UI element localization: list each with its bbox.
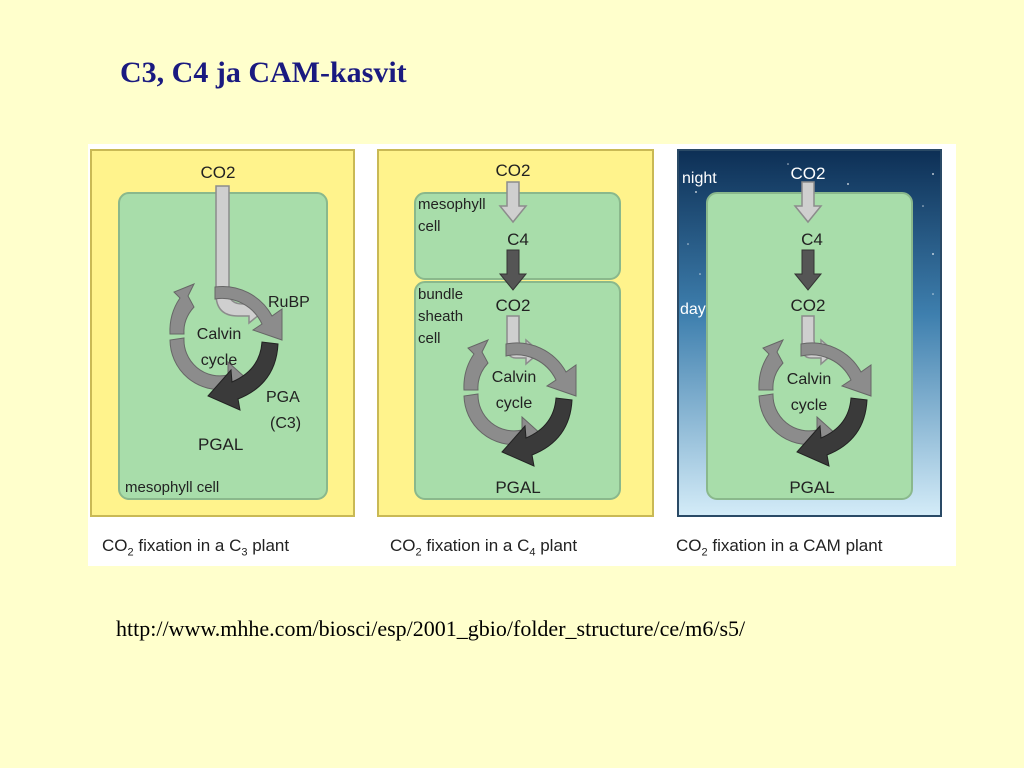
calvin-arrow-left-c4 [463,339,490,391]
figure-svg: CO2 RuBP Calvin cycle PGA (C3) PGAL meso… [90,149,942,517]
pga-c3-label: (C3) [270,415,301,432]
rubp-label: RuBP [268,294,310,311]
calvin-label-2-c4: cycle [496,395,533,412]
pgal-label-cam: PGAL [789,478,834,497]
night-label: night [682,170,717,187]
c4-label: C4 [507,230,529,249]
source-url: http://www.mhhe.com/biosci/esp/2001_gbio… [116,616,746,641]
c4-to-co2-arrow [498,249,528,291]
bundle-label-1: bundle [418,286,463,303]
calvin-arrow-top [214,285,283,341]
co2-to-c4-arrow-cam [793,181,823,224]
calvin-label-1-c4: Calvin [492,369,536,386]
calvin-label-2: cycle [201,352,238,369]
c4-to-co2-arrow-cam [793,249,823,291]
mesophyll-label-1: mesophyll [418,196,486,213]
calvin-label-1: Calvin [197,326,241,343]
panel-c4: CO2 mesophyll cell C4 bundle sheath cell… [377,149,654,517]
calvin-label-2-cam: cycle [791,397,828,414]
pgal-arrow-cam [796,397,868,467]
bundle-label-3: cell [418,330,441,347]
pgal-label-c4: PGAL [495,478,540,497]
calvin-arrow-left-cam [758,339,785,391]
mesophyll-label-2: cell [418,218,441,235]
pgal-arrow-c3 [207,341,279,411]
calvin-arrow-left [169,283,196,335]
co2-label-top-c4: CO2 [496,161,531,180]
co2-label-top-cam: CO2 [791,164,826,183]
pga-label: PGA [266,389,300,406]
co2-label-mid-cam: CO2 [791,296,826,315]
pgal-arrow-c4 [501,397,573,467]
calvin-arrow-top-cam [800,342,872,397]
panel-c3: CO2 RuBP Calvin cycle PGA (C3) PGAL meso… [90,149,355,517]
pgal-label: PGAL [198,435,243,454]
mesophyll-cell-label: mesophyll cell [125,479,219,496]
photosynthesis-figure: CO2 RuBP Calvin cycle PGA (C3) PGAL meso… [88,144,956,566]
day-label: day [680,301,706,318]
co2-to-c4-arrow [498,181,528,224]
co2-label-mid-c4: CO2 [496,296,531,315]
caption-c4: CO2 fixation in a C4 plant [390,536,578,559]
co2-label-top: CO2 [201,163,236,182]
c4-label-cam: C4 [801,230,823,249]
caption-cam: CO2 fixation in a CAM plant [676,536,883,559]
caption-c3: CO2 fixation in a C3 plant [102,536,290,559]
panel-cam: night day CO2 C4 CO2 Calvin cycle PGAL [677,149,942,517]
slide-title: C3, C4 ja CAM-kasvit [120,56,407,89]
bundle-label-2: sheath [418,308,463,325]
calvin-arrow-top-c4 [505,342,577,397]
calvin-label-1-cam: Calvin [787,371,831,388]
